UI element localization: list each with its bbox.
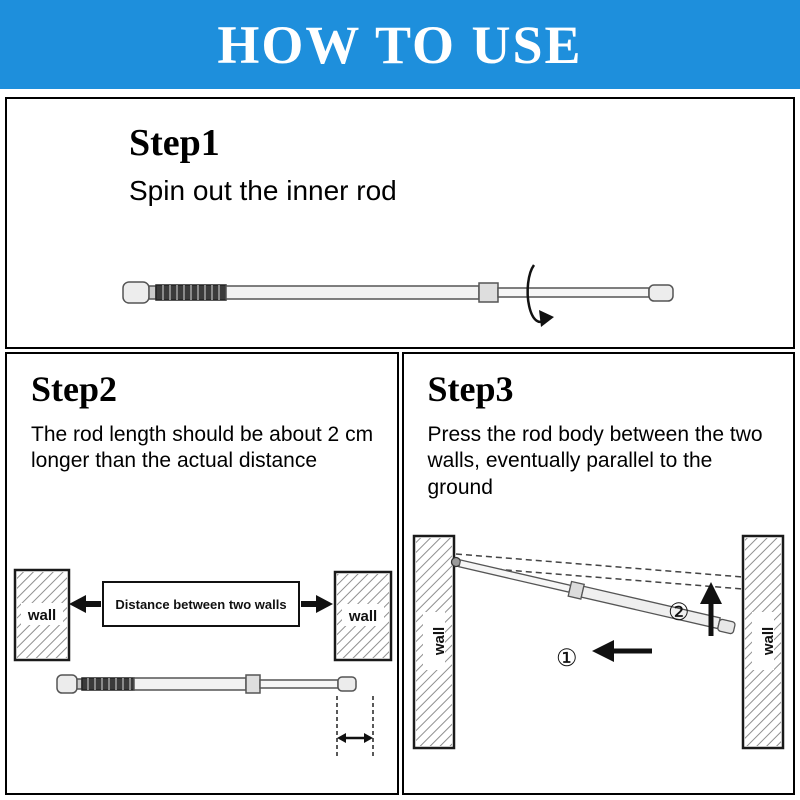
tension-rod bbox=[450, 556, 736, 635]
step1-rod-illustration bbox=[122, 257, 682, 337]
distance-label: Distance between two walls bbox=[115, 597, 286, 612]
rod-right-cap bbox=[716, 618, 736, 635]
rod-left-cap bbox=[122, 281, 150, 304]
marker-1-label: ① bbox=[556, 645, 578, 672]
rod-ferrule bbox=[245, 674, 261, 694]
rod-ferrule bbox=[478, 282, 499, 303]
step2-title: Step2 bbox=[31, 369, 118, 409]
step3-diagram-svg: wall wall bbox=[412, 534, 784, 750]
right-wall: wall bbox=[741, 534, 784, 750]
right-wall-label: wall bbox=[348, 608, 377, 625]
rod-right-cap bbox=[648, 284, 674, 302]
left-wall-label: wall bbox=[431, 627, 448, 656]
distance-callout: Distance between two walls bbox=[69, 581, 333, 627]
step3-diagram: wall wall bbox=[406, 532, 793, 777]
left-wall: wall bbox=[412, 534, 455, 750]
up-arrow-head bbox=[699, 582, 722, 604]
step2-diagram-svg: wall wall Distance between two wal bbox=[13, 568, 393, 758]
page-header: HOW TO USE bbox=[0, 0, 800, 89]
marker-2-label: ② bbox=[668, 599, 690, 626]
tension-rod bbox=[122, 281, 674, 304]
content-area: Step1 Spin out the inner rod bbox=[0, 89, 800, 800]
rotation-arrow-icon bbox=[526, 264, 554, 327]
step3-description: Press the rod body between the two walls… bbox=[427, 423, 763, 499]
step2-diagram: wall wall Distance between two wal bbox=[9, 556, 396, 779]
bottom-row: Step2 The rod length should be about 2 c… bbox=[5, 352, 795, 795]
right-wall-label: wall bbox=[760, 627, 777, 656]
step2-description: The rod length should be about 2 cm long… bbox=[31, 423, 374, 473]
step1-title: Step1 bbox=[129, 122, 220, 164]
rod-outer-tube bbox=[580, 585, 721, 630]
rod-inner-rod bbox=[457, 559, 571, 593]
spring-coil-texture bbox=[87, 678, 131, 690]
lift-step-marker: ② bbox=[668, 582, 722, 636]
step1-rod-svg bbox=[122, 264, 674, 327]
distance-arrow-left-head bbox=[69, 595, 86, 613]
distance-arrow-right-head bbox=[316, 595, 333, 613]
rod-left-cap bbox=[56, 674, 78, 694]
left-arrow-head bbox=[591, 640, 614, 662]
left-wall-label: wall bbox=[27, 607, 56, 624]
final-position-guides bbox=[455, 553, 743, 590]
rod-inner-rod bbox=[497, 287, 650, 298]
page-title: HOW TO USE bbox=[217, 14, 583, 75]
rod-outer-tube bbox=[225, 285, 480, 300]
step1-description: Spin out the inner rod bbox=[129, 175, 397, 206]
extra-length-indicator bbox=[336, 696, 374, 758]
left-wall: wall bbox=[13, 568, 71, 662]
right-wall: wall bbox=[333, 570, 393, 662]
rod-outer-tube bbox=[133, 677, 247, 691]
step1-panel: Step1 Spin out the inner rod bbox=[5, 97, 795, 349]
rod-right-cap bbox=[337, 676, 357, 692]
spring-coil-texture bbox=[162, 285, 220, 300]
rod-left-neck bbox=[148, 285, 157, 300]
rod-inner-rod bbox=[259, 679, 339, 689]
step3-title: Step3 bbox=[427, 369, 514, 409]
press-step-marker: ① bbox=[556, 640, 652, 672]
step2-panel: Step2 The rod length should be about 2 c… bbox=[5, 352, 399, 795]
step3-panel: Step3 Press the rod body between the two… bbox=[401, 352, 795, 795]
